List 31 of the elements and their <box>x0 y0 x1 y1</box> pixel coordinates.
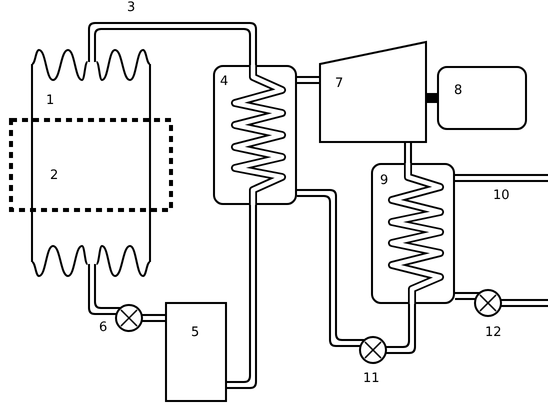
pipe <box>454 174 548 182</box>
pipe <box>296 76 320 84</box>
callout-number: 12 <box>485 326 502 339</box>
collector-panel <box>32 48 150 278</box>
valve-icon <box>359 336 387 364</box>
callout-number: 11 <box>363 372 380 385</box>
heat-exchanger <box>213 65 297 205</box>
callout-number: 4 <box>220 75 228 88</box>
edge-label: 3 <box>126 1 136 14</box>
turbine <box>319 41 427 143</box>
callout-number: 7 <box>335 77 344 90</box>
condenser <box>371 163 455 304</box>
callout-number: 6 <box>99 321 108 334</box>
hatched-frame <box>9 118 173 212</box>
generator-unit <box>437 66 527 130</box>
pipe <box>88 263 122 315</box>
component-box <box>165 302 227 402</box>
pipe <box>454 292 481 300</box>
callout-number: 2 <box>50 169 58 182</box>
pipe <box>226 204 257 389</box>
callout-number: 8 <box>454 84 462 97</box>
callout-number: 9 <box>380 174 388 187</box>
pipe <box>404 142 412 164</box>
callout-number: 1 <box>46 94 54 107</box>
shaft <box>427 93 437 103</box>
callout-number: 5 <box>191 326 200 339</box>
edge-label: 10 <box>492 189 511 202</box>
pipe <box>88 22 257 66</box>
valve-icon <box>474 289 502 317</box>
valve-icon <box>115 304 143 332</box>
pipe <box>296 189 366 347</box>
